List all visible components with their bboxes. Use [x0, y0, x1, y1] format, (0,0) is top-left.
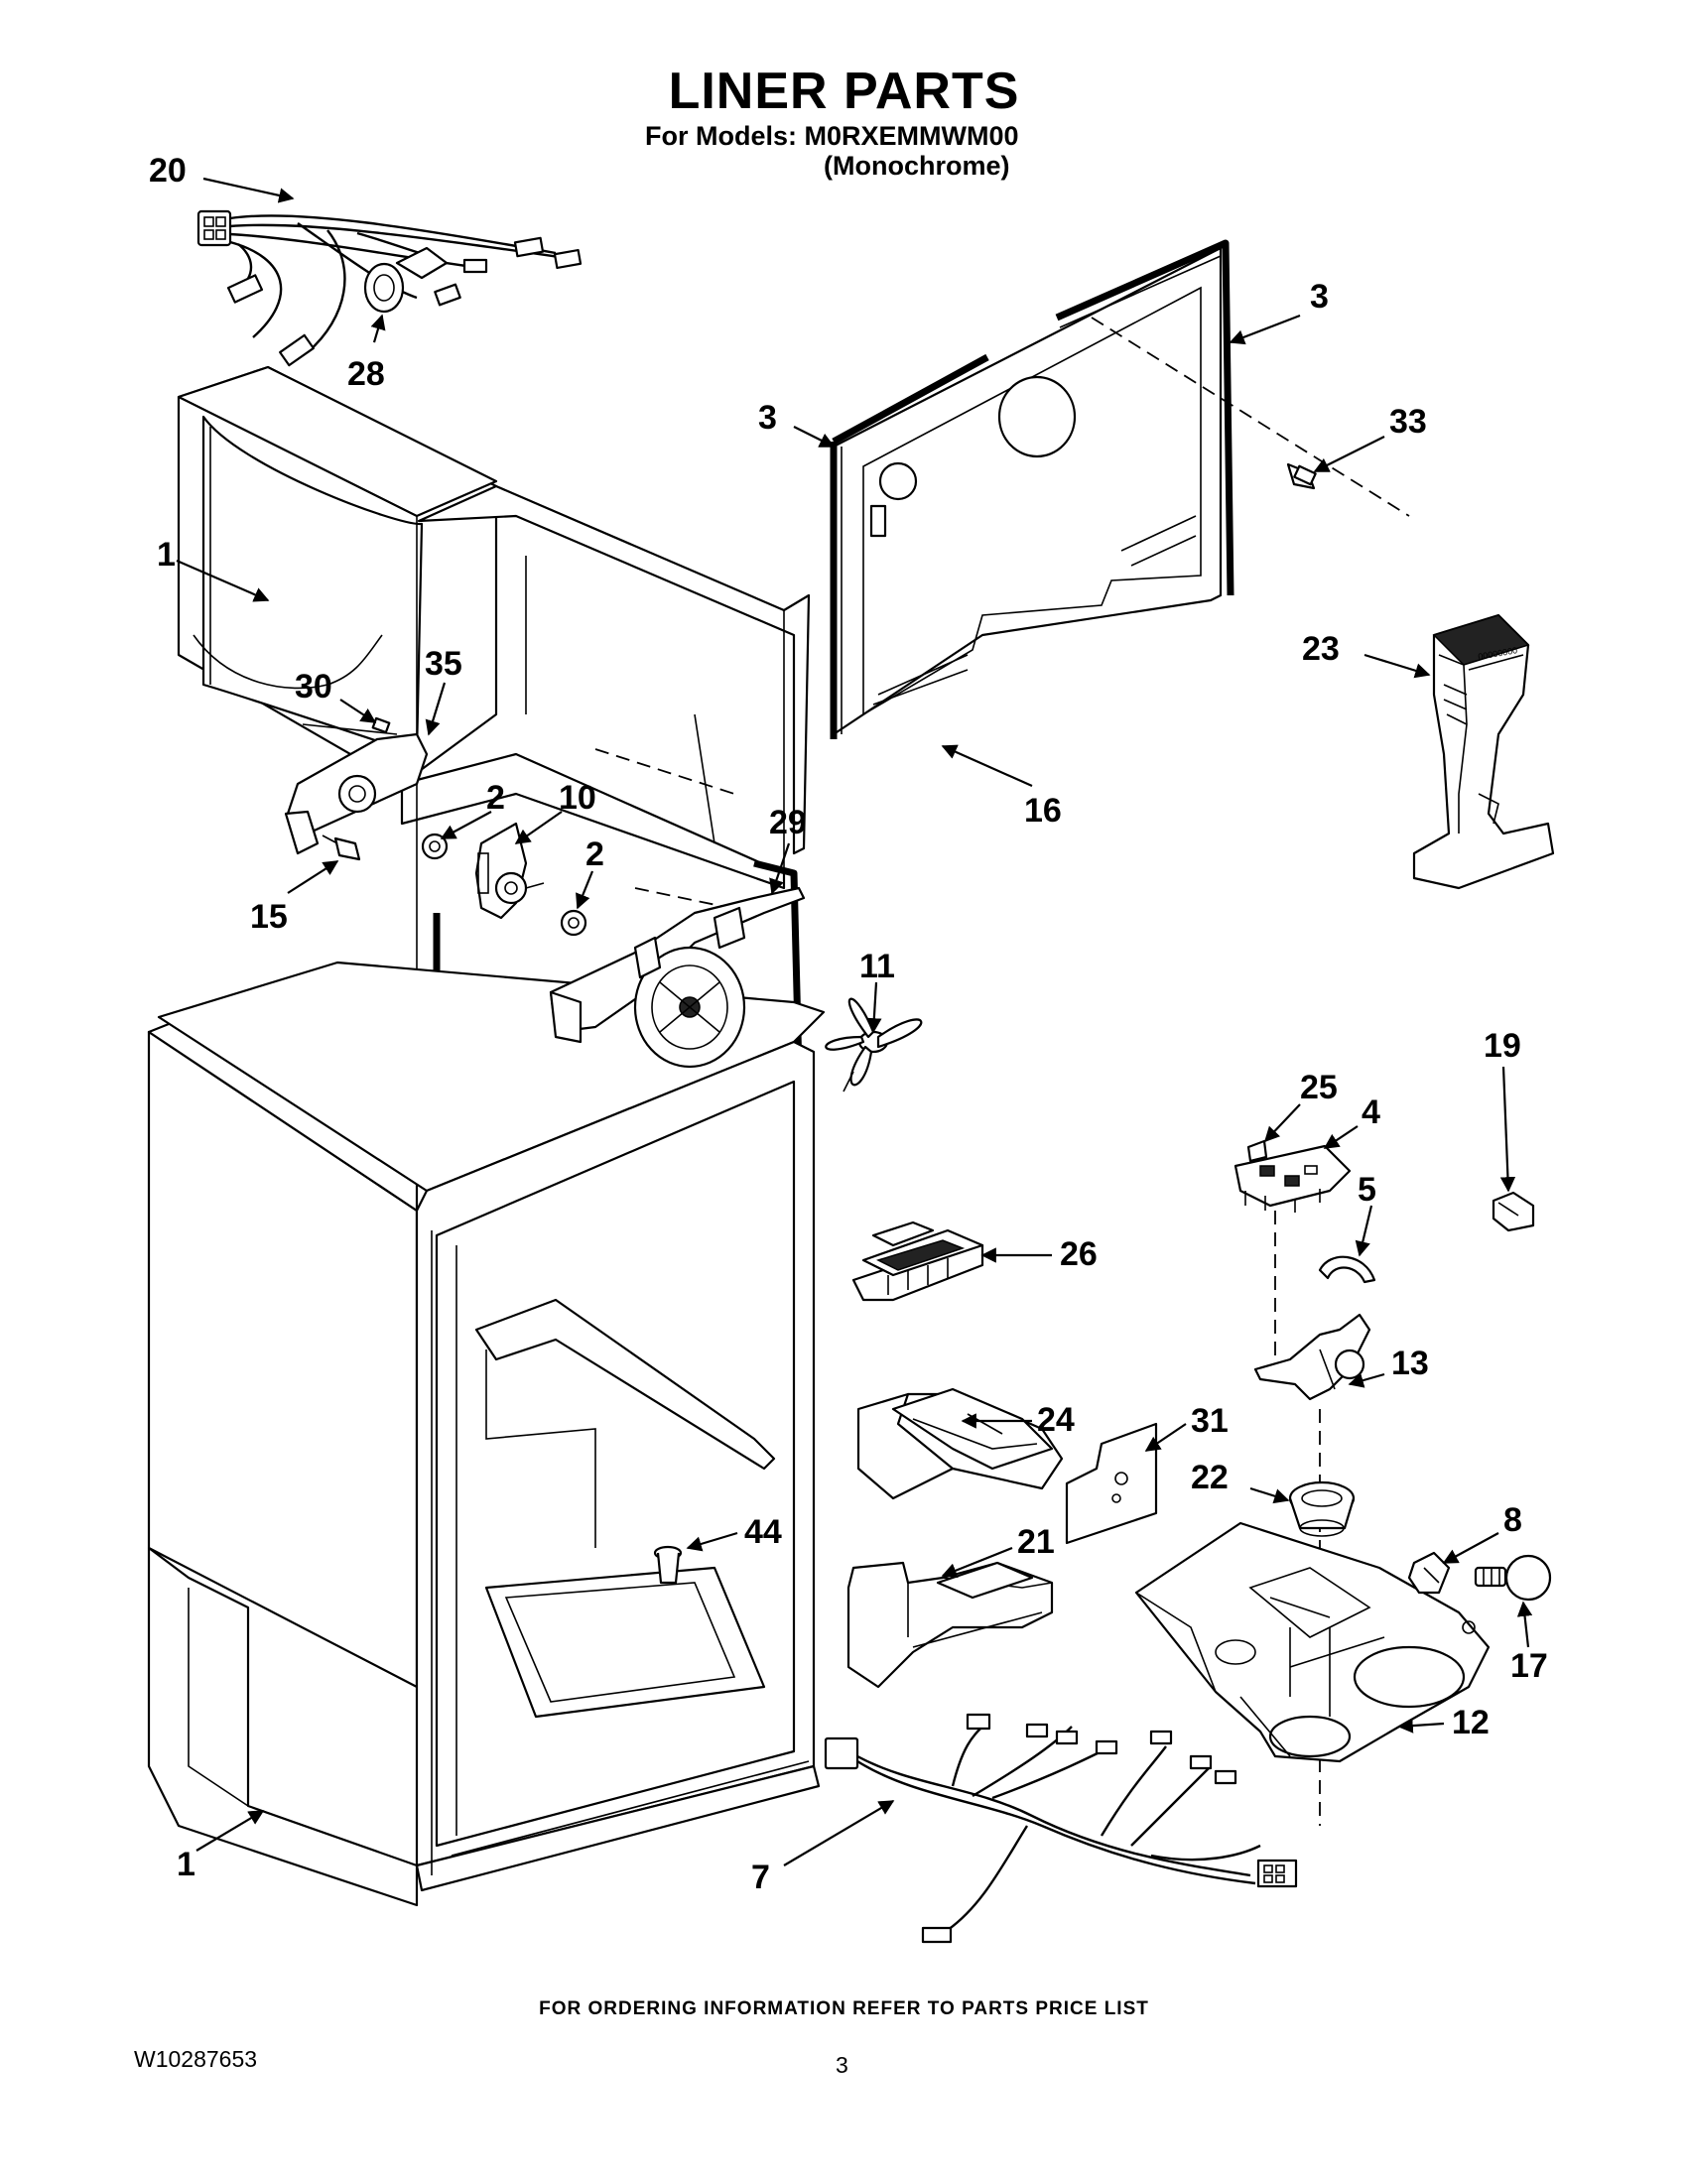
callout-24: 24 [1037, 1401, 1075, 1439]
wire-harness-7 [824, 1713, 1298, 1944]
light-housing-12 [1134, 1521, 1491, 1763]
fresh-food-liner-1 [147, 961, 826, 1907]
variant-line: (Monochrome) [824, 151, 1010, 181]
callout-15: 15 [250, 898, 288, 936]
page-number: 3 [836, 2052, 848, 2078]
callout-26: 26 [1060, 1235, 1098, 1273]
cup-22 [1288, 1480, 1356, 1537]
callout-8: 8 [1503, 1501, 1522, 1539]
nut-2-upper [421, 833, 449, 860]
callout-1-upper: 1 [157, 536, 176, 574]
vent-26 [851, 1220, 984, 1302]
callout-44: 44 [744, 1513, 782, 1551]
ordering-note: FOR ORDERING INFORMATION REFER TO PARTS … [539, 1998, 1149, 2019]
screw-15 [322, 835, 361, 861]
socket-8 [1407, 1551, 1451, 1595]
callout-35: 35 [425, 645, 462, 683]
gasket-3-left [830, 353, 989, 739]
callout-31: 31 [1191, 1402, 1229, 1440]
callout-3-left: 3 [758, 399, 777, 437]
fan-shroud-29 [549, 886, 806, 1069]
callout-19: 19 [1484, 1027, 1521, 1065]
callout-16: 16 [1024, 792, 1062, 830]
clip-5 [1318, 1255, 1376, 1284]
housing-13 [1253, 1313, 1371, 1401]
clip-19 [1492, 1191, 1535, 1232]
duct-21 [846, 1561, 1054, 1689]
page-title: LINER PARTS [668, 63, 1020, 120]
callout-5: 5 [1358, 1171, 1376, 1209]
wire-harness-20 [196, 209, 583, 367]
nut-2-lower [560, 909, 587, 937]
rear-panel-16 [832, 246, 1223, 736]
callout-23: 23 [1302, 630, 1340, 668]
callout-22: 22 [1191, 1459, 1229, 1496]
callout-10: 10 [559, 779, 596, 817]
part-33-dashline [1091, 317, 1410, 517]
bulb-17 [1474, 1554, 1552, 1602]
duct-24 [856, 1387, 1064, 1500]
callout-28: 28 [347, 355, 385, 393]
callout-21: 21 [1017, 1523, 1055, 1561]
callout-11: 11 [859, 948, 895, 985]
document-number: W10287653 [134, 2046, 258, 2072]
callout-2-upper: 2 [486, 779, 505, 817]
callout-7: 7 [751, 1859, 770, 1896]
duct-23: 00000000 [1412, 613, 1555, 890]
control-10 [474, 822, 545, 920]
callout-1-lower: 1 [177, 1846, 195, 1883]
models-line: For Models: M0RXEMMWM00 [645, 121, 1019, 151]
screw-33 [1286, 462, 1317, 490]
bracket-35 [284, 732, 429, 855]
callout-13: 13 [1391, 1345, 1429, 1382]
freezer-liner-1 [177, 365, 811, 1095]
callout-3-right: 3 [1310, 278, 1329, 316]
model-subtitle: For Models: M0RXEMMWM00 (Monochrome) [645, 121, 1019, 181]
block-31 [1065, 1422, 1158, 1545]
part-44-plug [653, 1545, 683, 1585]
callout-29: 29 [769, 804, 807, 841]
callout-25: 25 [1300, 1069, 1338, 1106]
callout-17: 17 [1510, 1647, 1548, 1685]
callout-12: 12 [1452, 1704, 1490, 1741]
callout-2-lower: 2 [585, 835, 604, 873]
callout-30: 30 [295, 668, 332, 706]
callout-33: 33 [1389, 403, 1427, 441]
callout-20: 20 [149, 152, 187, 190]
gasket-3-right [1055, 239, 1234, 596]
callout-4: 4 [1362, 1093, 1380, 1131]
